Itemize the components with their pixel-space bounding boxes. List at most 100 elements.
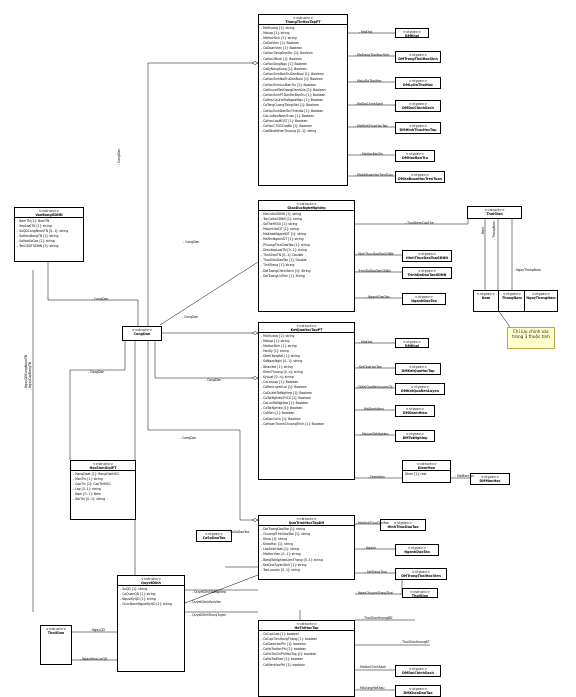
type-kq-box[interactable]: <<type>>DMKetQuaHocTap [395, 363, 441, 375]
type-htdt-box[interactable]: <<type>>HinhThucDaoTaoGDNN [402, 250, 452, 262]
type-name: HinhThucDaoTaoGDNN [406, 256, 448, 260]
attribute-row: - XepLoaiTN [1]: string [17, 223, 52, 228]
stereotype-label: <<type>> [408, 102, 428, 106]
class-diemmon[interactable]: <<struct>>DiemMon Diem [1]: real [402, 460, 451, 483]
class-name: QuyetDinh [141, 580, 161, 585]
type-totnghiep-box[interactable]: <<type>>DMTotNghiep [395, 430, 435, 442]
type-ngay-box[interactable]: <<type>>NgayThangNam [524, 290, 558, 312]
attribute-row: - HocKy [1]: string [261, 349, 289, 354]
type-doituong-box[interactable]: <<type>>DMDoiChinhSach [395, 100, 441, 112]
attribute-list: - MaCoSoGDNN [1]: string- TenCoSoGDNN [1… [259, 211, 354, 279]
attribute-row: - CoHoTroKhac [1]: boolean [261, 657, 304, 662]
class-quyetdinh[interactable]: <<struct>>QuyetDinh - SoQD [1]: string- … [117, 575, 185, 672]
relation-label-totnghiep: - MaLoaiTotNghiep [360, 432, 389, 436]
class-name: CongDan [133, 332, 151, 336]
type-cosodt-box[interactable]: <<type>>CoSoDaoTao [196, 530, 232, 542]
type-renluyen-box[interactable]: <<type>>DMKetQuaRenLuyen [395, 383, 445, 395]
relation-label-congdan1: - CongDan [117, 148, 121, 165]
attribute-row: - MaLop [1]: string [261, 30, 290, 35]
relation-label-congdan5: - CongDan [88, 370, 105, 374]
attribute-row: - DoiTuongChinhSach [1]: String [261, 268, 311, 273]
type-hinhthuc-box[interactable]: <<type>>DMHinhThucHocTap [395, 122, 441, 134]
type-monhoc-box[interactable]: <<type>>DMMonHoc [470, 473, 510, 485]
class-ketquahoctappt[interactable]: <<struct>>KetQuaHocTapPT - MaTruong [1]:… [258, 322, 355, 480]
type-danhhieu-box[interactable]: <<type>>DMDanhHieu [395, 405, 435, 417]
attribute-row: - BangTotNghiepLienThong [0..1]: string [261, 557, 323, 562]
class-giaoducnghenghiep[interactable]: <<struct>>GiaoDucNgheNghiep - MaCoSoGDNN… [258, 200, 355, 312]
class-name: ThoiGian [486, 212, 503, 216]
stereotype-label: <<struct>> [296, 201, 317, 206]
attribute-row: - NoiThi [0..1]: string [73, 497, 106, 502]
stereotype-label: <<struct>> [296, 323, 317, 328]
relation-label-ngayhieuluc: - NgayHieuLucQD [80, 657, 108, 661]
class-thoigian-right[interactable]: <<struct>>ThoiGian [467, 206, 522, 219]
stereotype-label: <<type>> [531, 292, 551, 296]
attribute-row: - CoLuuTotNghiep [1]: Boolean [261, 400, 309, 405]
stereotype-label: <<type>> [502, 292, 522, 296]
attribute-row: - KhenThuong [0..n]: string [261, 369, 303, 374]
stereotype-label: <<type>> [405, 432, 425, 436]
type-tthv-box[interactable]: <<type>>DMTrangThaiHocVien [395, 568, 447, 580]
relation-label-ngay: - NgayThangNam [514, 268, 541, 272]
relation-label-thoigianhuong: - ThoiGianHuongBD [362, 616, 393, 620]
type-khoadt-box[interactable]: <<type>>DMKhoaDaoTao [395, 685, 441, 697]
attribute-row: - TenCSDTGDNN [1]: string [17, 244, 59, 249]
relation-label-danhhieu: - MaDanhHieu [362, 407, 384, 411]
attribute-row: - CoHoTroHocPhi [1]: boolean [261, 647, 307, 652]
type-dmhoi-box[interactable]: <<type>>DMKhoi [395, 28, 429, 38]
attribute-list: - HangDoat [1]: HangGiaiHSG- MonThi [1]:… [71, 471, 135, 503]
stereotype-label: <<type>> [408, 365, 428, 369]
type-trangthai-box[interactable]: <<type>>DMTrangThaiHocSinh [395, 51, 441, 63]
attribute-row: - SoNgayNghi [0..1]: string [261, 359, 303, 364]
type-dmkhoi2-box[interactable]: <<type>>DMKhoi [395, 338, 429, 348]
class-thoigian-left[interactable]: <<struct>>ThoiGian [40, 625, 72, 665]
relation-label-matrangthai: - MaTrangThaiHocSinh [355, 53, 390, 57]
relation-label-qdtn2: - QuyetDinhTrungTuyen [190, 613, 227, 617]
attribute-row: - CoHocSongNgu [1]: Boolean [261, 61, 308, 66]
type-dtcs-box[interactable]: <<type>>DMDoiChinhSach [395, 665, 441, 677]
class-hocsinhgioipt[interactable]: <<struct>>HocSinhGioiPT - HangDoat [1]: … [70, 460, 136, 520]
type-name: DMKhoi [404, 344, 420, 348]
class-congdan[interactable]: <<struct>>CongDan [122, 326, 162, 341]
stereotype-label: <<struct>> [296, 621, 317, 626]
type-nam-box[interactable]: <<type>>Nam [473, 290, 499, 312]
class-quatrinhhoctapdh[interactable]: <<struct>>QuaTrinhHocTapDH - DoiTuongDao… [258, 515, 355, 580]
stereotype-label: <<type>> [405, 152, 425, 156]
class-hethihoctap[interactable]: <<struct>>HeThiHocTap - CoCapGao [1]: bo… [258, 620, 355, 697]
type-xesinh-box[interactable]: <<type>>DMXeBuonHocTrenTuan [395, 171, 445, 183]
relation-label-malydo: - MaLyDoThoiHoc [355, 79, 382, 83]
type-htdt2-box[interactable]: <<type>>HinhThucDaoTao [380, 519, 426, 531]
type-bantru-box[interactable]: <<type>>DMHocBanTru [395, 150, 435, 162]
type-nganh2-box[interactable]: <<type>>NganhDaoTao [395, 544, 439, 556]
class-name: KetQuaHocTapPT [290, 327, 323, 332]
type-name: HinhThucDaoTao [387, 525, 419, 529]
type-trinhdo-box[interactable]: <<type>>TrinhDoDaoTaoGDNN [402, 267, 452, 279]
attribute-row: - Khoa [1]: string [261, 536, 288, 541]
class-vanbanggdnn[interactable]: <<struct>>VanBangGDNN - NamTN [1]: NamTN… [14, 207, 84, 262]
attribute-row: - CoHocSinhLuuBanTru [1]: Boolean [261, 82, 316, 87]
class-name: VanBangGDNN [35, 212, 63, 217]
type-lydo-box[interactable]: <<type>>DMLyDoThoiHoc [395, 77, 441, 89]
stereotype-label: <<struct>> [409, 590, 431, 594]
class-thoigian-middle[interactable]: <<struct>>ThoiGian [402, 588, 438, 598]
type-name: Nam [481, 296, 491, 300]
type-thangnam-box[interactable]: <<type>>ThangNam [498, 290, 526, 312]
class-thongtinhoctappt[interactable]: <<struct>>ThongTinHocTapPT - MaTruong [1… [258, 14, 348, 186]
relation-label-nganhdt: - NganhDaoTao [366, 295, 390, 299]
attribute-row: - KhoaHoc [1]: string [261, 542, 294, 547]
attribute-row: - CoTotNghiepTHCS [1]: Boolean [261, 395, 311, 400]
attribute-row: - CoHocSinhPTDanTocBanTru [1]: Boolean [261, 92, 326, 97]
attribute-row: - CoQuanQD [1]: string [120, 591, 156, 596]
relation-label-thoidiem: - ThoiDiemCapThe [405, 221, 434, 225]
stereotype-label: <<type>> [408, 687, 428, 691]
class-name: ThongTinHocTapPT [285, 19, 321, 24]
relation-label-mahinhthuc: - MaHinhThucHocTap [355, 124, 388, 128]
stereotype-label: <<type>> [408, 124, 428, 128]
type-name: DMMonHoc [479, 479, 501, 483]
attribute-row: - CoLenLop [1]: Boolean [261, 380, 299, 385]
type-name: DMTotNghiep [402, 436, 428, 440]
attribute-row: - CoDoanVien [1]: Boolean [261, 46, 302, 51]
type-nganh-box[interactable]: <<type>>NganhDaoTao [402, 293, 446, 305]
attribute-row: - CoKhuyetTatKhongDanhGia [1]: Boolean [261, 87, 326, 92]
